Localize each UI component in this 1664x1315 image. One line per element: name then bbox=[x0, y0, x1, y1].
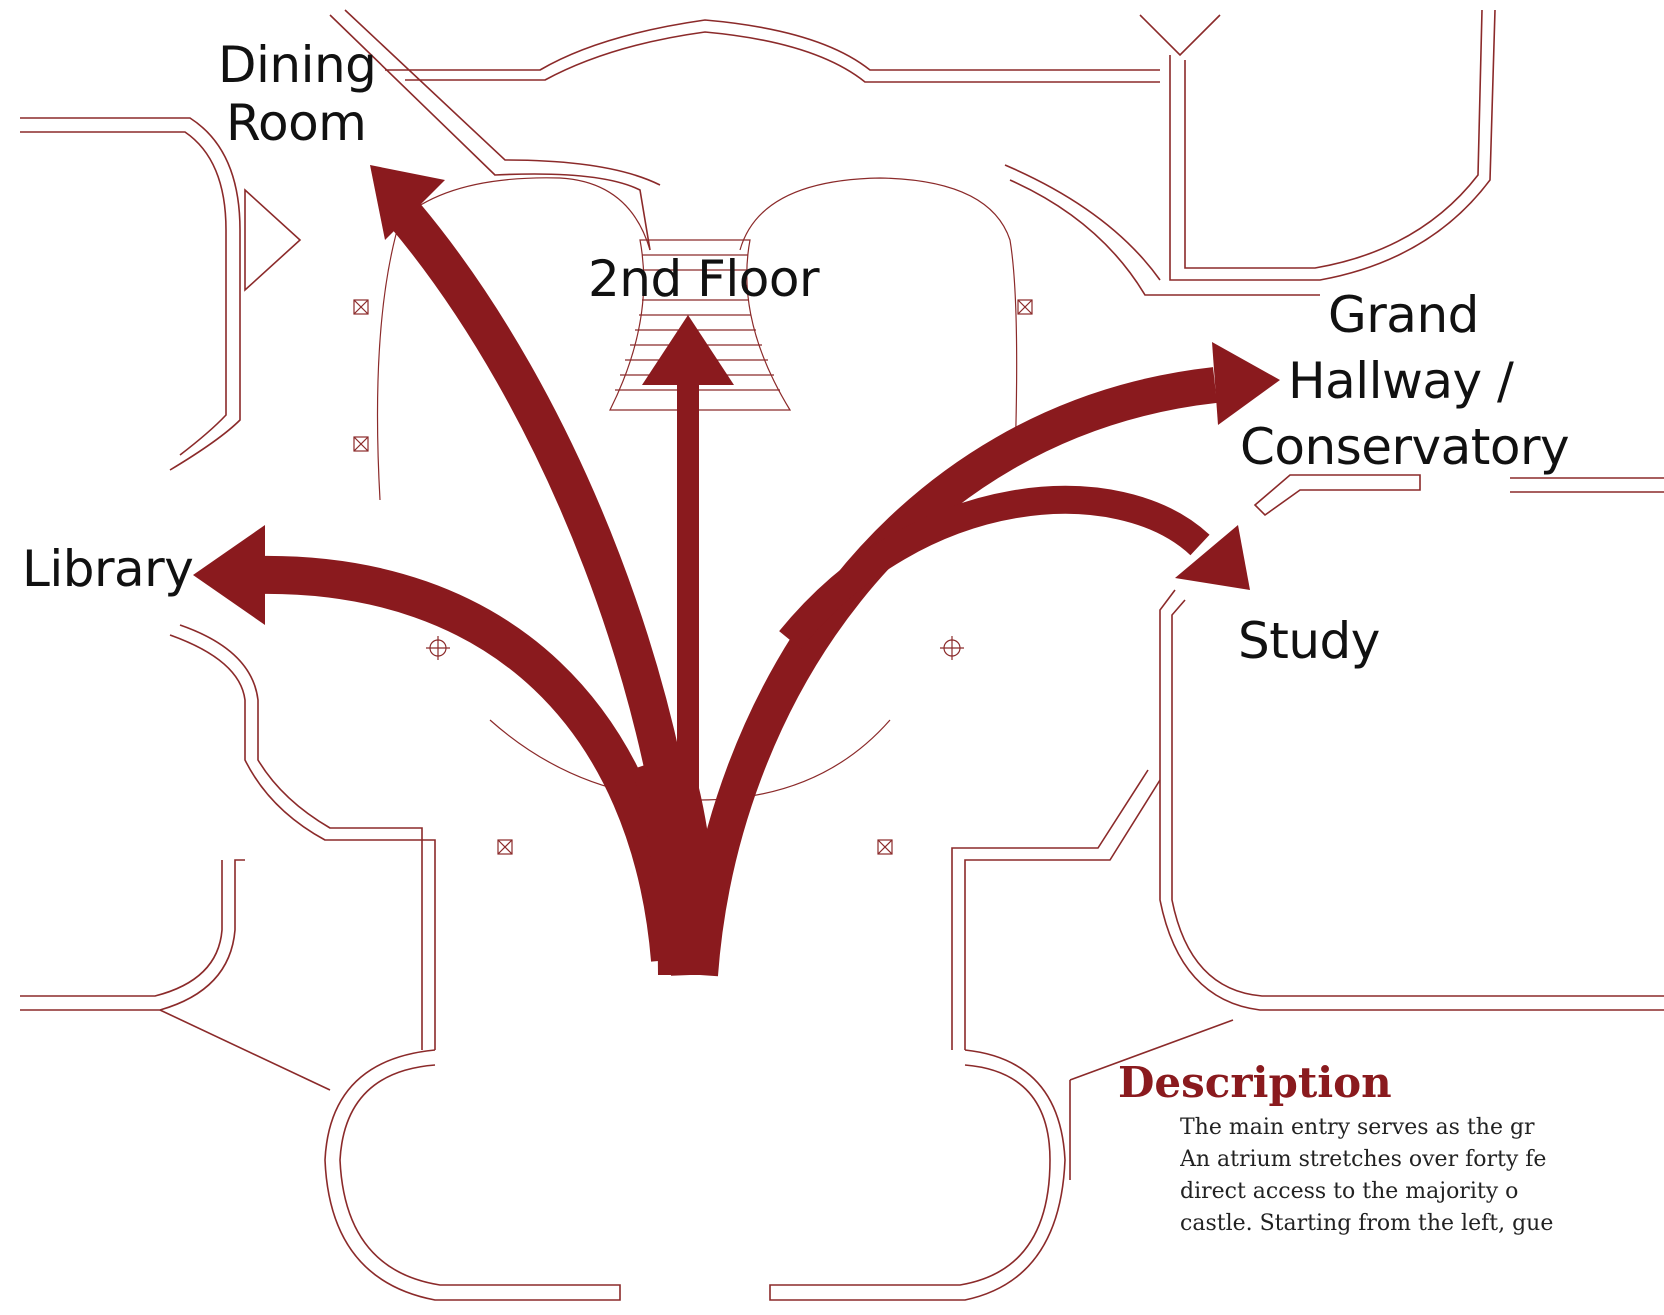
arrow-head-dining-room bbox=[370, 165, 445, 240]
description-line: direct access to the majority o bbox=[1180, 1179, 1519, 1204]
floor-plan-walls bbox=[20, 9, 1664, 1301]
description-title: Description bbox=[1118, 1058, 1392, 1107]
description-line: castle. Starting from the left, gue bbox=[1180, 1211, 1554, 1236]
description-line: The main entry serves as the gr bbox=[1180, 1115, 1535, 1140]
arrow-head-grand-hallway bbox=[1212, 342, 1280, 425]
description-body: The main entry serves as the gr An atriu… bbox=[1180, 1112, 1664, 1240]
label-dining-room-line-2: Room bbox=[226, 94, 367, 152]
description-line: An atrium stretches over forty fe bbox=[1180, 1147, 1547, 1172]
arrow-head-library bbox=[193, 525, 265, 625]
label-dining-room-line-1: Dining bbox=[218, 36, 377, 94]
label-grand-hallway: Grand Hallway / Conservatory bbox=[1240, 282, 1570, 480]
circulation-arrows bbox=[193, 165, 1280, 977]
label-grand-hallway-line-2: Hallway / bbox=[1288, 352, 1514, 410]
label-study: Study bbox=[1238, 612, 1380, 670]
arrow-head-study bbox=[1175, 525, 1250, 590]
arrow-trunk bbox=[631, 750, 718, 976]
arrow-to-study bbox=[779, 485, 1210, 649]
label-grand-hallway-line-3: Conservatory bbox=[1240, 418, 1570, 476]
label-dining-room: Dining Room bbox=[218, 36, 377, 152]
arrow-to-grand-hallway bbox=[682, 367, 1218, 977]
label-library: Library bbox=[22, 540, 194, 598]
label-grand-hallway-line-1: Grand bbox=[1328, 286, 1479, 344]
label-second-floor: 2nd Floor bbox=[588, 250, 820, 308]
arrow-head-second-floor bbox=[642, 315, 734, 385]
